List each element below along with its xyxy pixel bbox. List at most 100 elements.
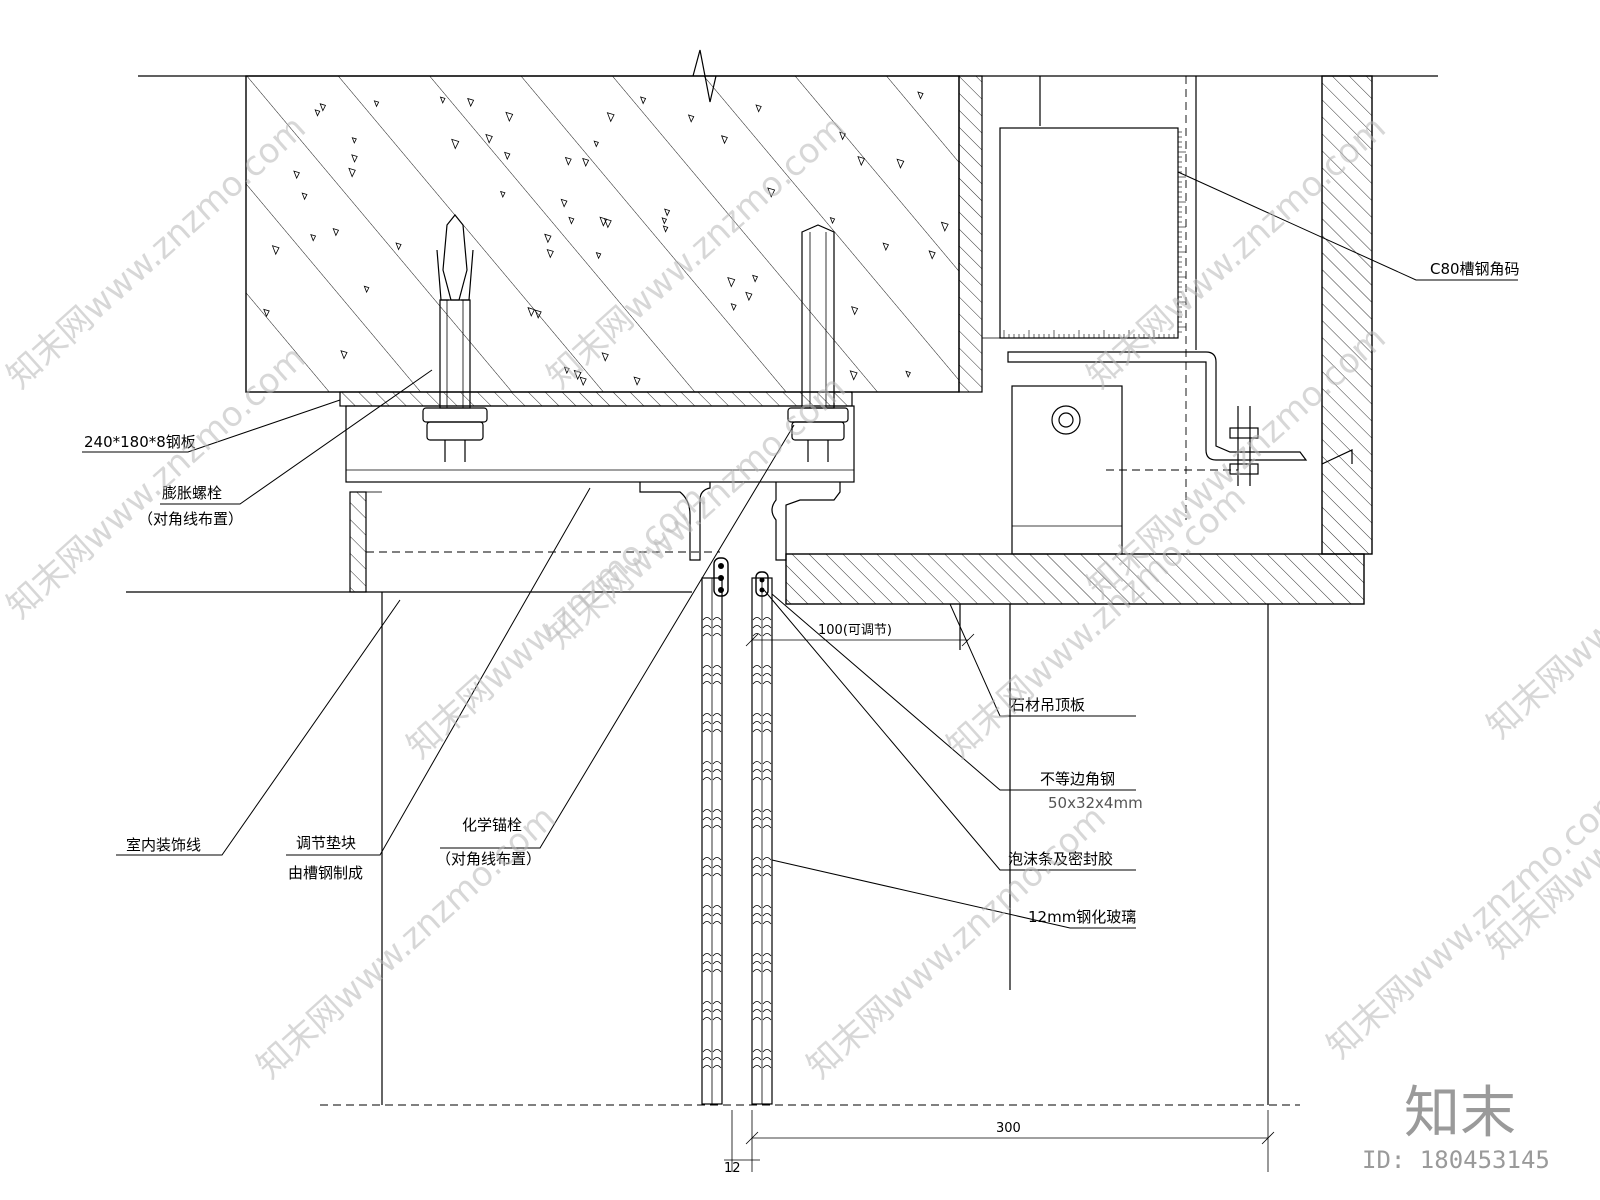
aggregate-mark — [603, 218, 612, 229]
aggregate-mark — [664, 208, 671, 217]
glass-arc — [762, 681, 772, 685]
glass-arc — [762, 905, 772, 909]
glass-arc — [752, 633, 762, 637]
label-stone-ceiling: 石材吊顶板 — [1010, 696, 1085, 714]
aggregate-mark — [573, 369, 582, 381]
glass-arc — [702, 1009, 712, 1013]
label-glass: 12mm钢化玻璃 — [1028, 908, 1136, 926]
aggregate-mark — [849, 370, 858, 381]
glass-arc — [762, 625, 772, 629]
glass-arc — [762, 633, 772, 637]
glass-arc — [712, 777, 722, 781]
glass-arc — [762, 809, 772, 813]
glass-arc — [712, 665, 722, 669]
aggregate-mark — [730, 303, 737, 312]
label-shim: 调节垫块 — [296, 834, 356, 852]
glass-arc — [762, 713, 772, 717]
glass-arc — [762, 961, 772, 965]
aggregate-mark — [332, 228, 340, 237]
image-id: ID: 180453145 — [1362, 1146, 1550, 1174]
aggregate-mark — [301, 192, 308, 201]
glass-arc — [712, 873, 722, 877]
glass-arc — [762, 865, 772, 869]
glass-arc — [762, 969, 772, 973]
glass-arc — [762, 857, 772, 861]
aggregate-mark — [563, 366, 570, 375]
aggregate-mark — [485, 133, 493, 144]
aggregate-mark — [505, 111, 514, 123]
steel-plate — [339, 391, 855, 483]
glass-arc — [702, 905, 712, 909]
watermark-text: 知末网www.znzmo.com — [0, 338, 314, 627]
aggregate-mark — [851, 306, 859, 316]
aggregate-mark — [661, 217, 668, 225]
aggregate-mark — [467, 97, 475, 108]
aggregate-mark — [905, 370, 911, 378]
glass-arc — [752, 1065, 762, 1069]
glass-arc — [702, 665, 712, 669]
glass-arc — [702, 777, 712, 781]
glass-arc — [702, 857, 712, 861]
glass-arc — [752, 681, 762, 685]
aggregate-mark — [839, 131, 846, 141]
glass-arc — [762, 1017, 772, 1021]
aggregate-mark — [560, 198, 568, 208]
chemical-anchor — [787, 224, 849, 462]
dimension-100: 100(可调节) — [745, 623, 975, 647]
glass-arc — [752, 905, 762, 909]
glass-arc — [762, 913, 772, 917]
dimension-100-label: 100(可调节) — [818, 623, 892, 638]
aggregate-mark — [544, 233, 552, 244]
brand-logo: 知末 — [1404, 1081, 1516, 1146]
label-interior-trim: 室内装饰线 — [126, 836, 201, 854]
glass-arc — [752, 1017, 762, 1021]
aggregate-mark — [527, 307, 535, 317]
glass-arc — [702, 809, 712, 813]
dimension-300-label: 300 — [996, 1121, 1021, 1136]
aggregate-mark — [504, 151, 511, 161]
glass-arc — [702, 681, 712, 685]
glass-arc — [712, 865, 722, 869]
glass-arc — [702, 713, 712, 717]
aggregate-mark — [439, 96, 446, 104]
watermark-text: 知末网www.znzmo.com — [939, 478, 1253, 767]
aggregate-mark — [351, 137, 357, 144]
aggregate-mark — [348, 167, 356, 178]
c80-channel-bracket — [958, 75, 1186, 393]
glass-arc — [712, 617, 722, 621]
glass-arc — [702, 769, 712, 773]
glass-arc — [712, 633, 722, 637]
glass-arc — [752, 953, 762, 957]
concrete-slab — [138, 49, 1438, 393]
glass-arc — [702, 969, 712, 973]
glass-arc — [752, 1009, 762, 1013]
stone-ceiling-board — [785, 553, 1365, 1105]
glass-arc — [752, 817, 762, 821]
glass-arc — [762, 825, 772, 829]
glass-arc — [702, 625, 712, 629]
glass-arc — [752, 865, 762, 869]
aggregate-mark — [263, 308, 270, 318]
glass-arc — [702, 1049, 712, 1053]
glass-arc — [702, 617, 712, 621]
aggregate-mark — [896, 158, 905, 169]
watermark-text: 知末网www.znzmo.com — [1319, 778, 1600, 1067]
expansion-bolt — [422, 214, 488, 462]
glass-arc — [712, 769, 722, 773]
label-foam-seal: 泡沫条及密封胶 — [1008, 850, 1113, 868]
aggregate-mark — [579, 376, 587, 386]
glass-arc — [752, 761, 762, 765]
glass-arc — [762, 721, 772, 725]
aggregate-mark — [500, 190, 506, 199]
glass-arc — [752, 825, 762, 829]
glass-arc — [752, 777, 762, 781]
glass-arc — [752, 625, 762, 629]
glass-arc — [752, 1057, 762, 1061]
angle-steel — [1007, 351, 1308, 555]
glass-arc — [702, 1057, 712, 1061]
tempered-glass-panel — [701, 577, 773, 1105]
glass-arc — [752, 673, 762, 677]
aggregate-mark — [595, 252, 602, 260]
glass-arc — [762, 1001, 772, 1005]
glass-arc — [762, 761, 772, 765]
